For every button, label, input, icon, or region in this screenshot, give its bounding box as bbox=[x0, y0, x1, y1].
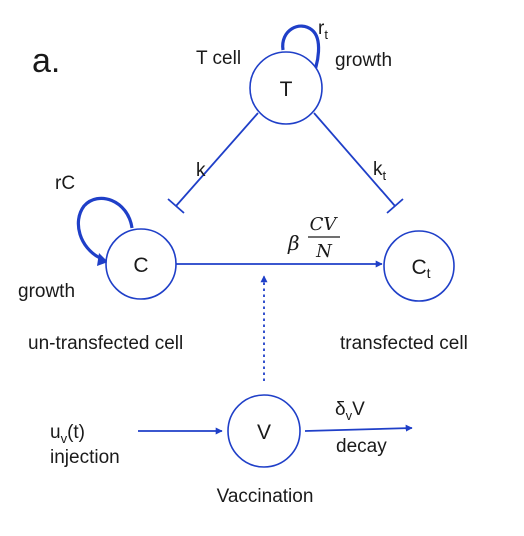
node-t-label: T bbox=[280, 78, 293, 101]
edge-t-inhibits-ct-bar bbox=[386, 198, 404, 214]
vaccination-label: Vaccination bbox=[217, 486, 314, 507]
svg-text:δvV: δvV bbox=[335, 399, 365, 423]
injection-label: injection bbox=[50, 447, 120, 468]
node-ct: Ct bbox=[383, 230, 455, 302]
t-growth-label: growth bbox=[335, 50, 392, 71]
beta-symbol: β bbox=[287, 231, 300, 255]
n-denominator: N bbox=[315, 241, 333, 262]
svg-text:kt: kt bbox=[373, 159, 387, 183]
edge-t-inhibits-ct bbox=[313, 112, 396, 207]
u-v-label: u bbox=[50, 422, 61, 443]
svg-text:uv(t): uv(t) bbox=[50, 422, 85, 446]
node-ct-label-sub: t bbox=[427, 265, 431, 281]
node-v: V bbox=[227, 394, 301, 468]
node-c: C bbox=[105, 228, 177, 300]
node-c-label: C bbox=[133, 254, 148, 277]
rc-label: rC bbox=[55, 173, 75, 194]
k-t-label: k bbox=[373, 159, 383, 180]
k-label: k bbox=[196, 160, 206, 181]
panel-label: a. bbox=[32, 42, 60, 80]
svg-text:Ct: Ct bbox=[411, 256, 430, 281]
t-cell-label: T cell bbox=[196, 48, 241, 69]
cv-numerator: CV bbox=[310, 214, 339, 235]
edge-t-inhibits-c bbox=[175, 112, 259, 207]
edge-t-inhibits-c-bar bbox=[167, 198, 185, 214]
c-growth-label: growth bbox=[18, 281, 75, 302]
transfected-label: transfected cell bbox=[340, 333, 468, 354]
delta-sub: v bbox=[346, 408, 353, 423]
delta-symbol: δ bbox=[335, 399, 346, 420]
r-t-label: r bbox=[318, 18, 325, 39]
node-ct-label: C bbox=[411, 256, 426, 279]
delta-v: V bbox=[352, 399, 365, 420]
self-loop-c-growth bbox=[76, 196, 134, 260]
untransfected-label: un-transfected cell bbox=[28, 333, 183, 354]
k-t-sub: t bbox=[383, 168, 387, 183]
u-v-sub: v bbox=[61, 431, 68, 446]
node-t: T bbox=[249, 51, 323, 125]
r-t-sub: t bbox=[324, 27, 328, 42]
node-v-label: V bbox=[257, 421, 271, 444]
edge-v-decay bbox=[304, 424, 413, 432]
self-loop-t-growth bbox=[281, 24, 321, 83]
u-v-arg: (t) bbox=[67, 422, 85, 443]
svg-text:rt: rt bbox=[318, 18, 328, 42]
decay-label: decay bbox=[336, 436, 387, 457]
